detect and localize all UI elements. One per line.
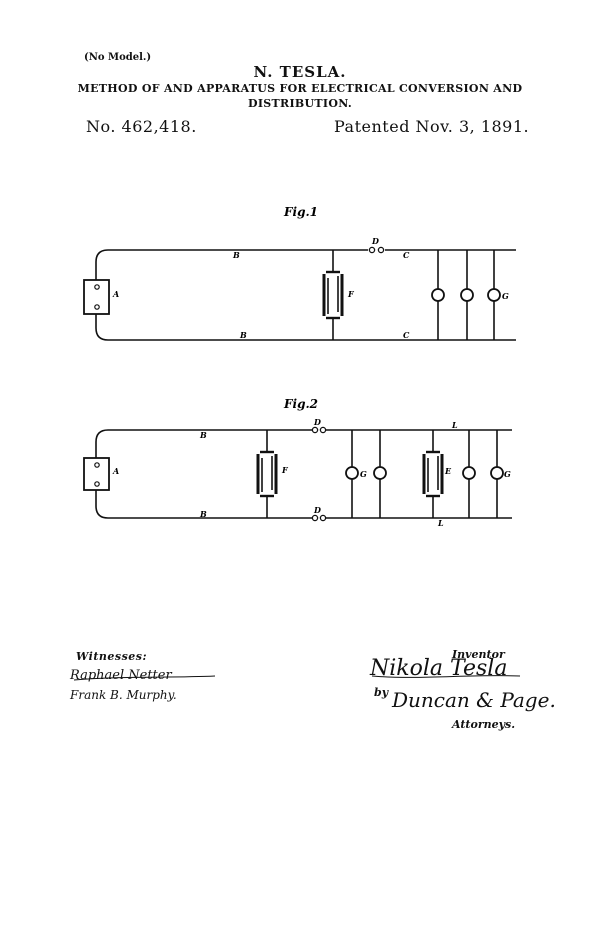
- fig1-circuit: [83, 246, 516, 341]
- fig1-label-b-top: B: [232, 250, 240, 260]
- fig1-label-c-bottom: C: [403, 330, 410, 340]
- fig2-label-g2: G: [504, 469, 511, 479]
- fig2-label-e: E: [444, 466, 452, 476]
- by-label: by: [374, 686, 389, 699]
- inventor-name: N. TESLA.: [253, 63, 347, 81]
- fig1-label-d: D: [371, 236, 379, 246]
- fig2-label-d-bottom: D: [313, 505, 321, 515]
- fig2-label-d-top: D: [313, 417, 321, 427]
- fig2-label-b-bottom: B: [199, 509, 207, 519]
- fig1-label-c-top: C: [403, 250, 410, 260]
- patent-title-line1: METHOD OF AND APPARATUS FOR ELECTRICAL C…: [77, 82, 523, 95]
- patent-title-line2: DISTRIBUTION.: [248, 97, 352, 110]
- fig1-label-b-bottom: B: [239, 330, 247, 340]
- fig2-label-a: A: [112, 466, 119, 476]
- fig1-label-f: F: [347, 289, 355, 299]
- fig2-circuit: [83, 426, 512, 522]
- fig2-label-l-top: L: [451, 420, 458, 430]
- patent-date: Patented Nov. 3, 1891.: [334, 117, 530, 136]
- fig2-caption: Fig.2: [283, 397, 318, 411]
- no-model-note: (No Model.): [84, 52, 152, 63]
- inventor-label: Inventor: [452, 648, 505, 661]
- fig2-label-g1: G: [360, 469, 367, 479]
- witness-signature-1: Raphael Netter: [70, 668, 172, 683]
- patent-number: No. 462,418.: [86, 117, 197, 136]
- attorney-signature: Duncan & Page.: [392, 688, 556, 712]
- fig2-label-l-bottom: L: [437, 518, 444, 528]
- witness-signature-2: Frank B. Murphy.: [70, 688, 177, 702]
- inventor-signature: Nikola Tesla: [370, 656, 508, 681]
- fig1-label-g: G: [502, 291, 509, 301]
- witnesses-label: Witnesses:: [76, 650, 148, 663]
- fig1-label-a: A: [112, 289, 119, 299]
- fig2-label-b-top: B: [199, 430, 207, 440]
- attorneys-label: Attorneys.: [452, 718, 516, 731]
- fig2-label-f: F: [281, 465, 289, 475]
- fig1-caption: Fig.1: [283, 205, 318, 219]
